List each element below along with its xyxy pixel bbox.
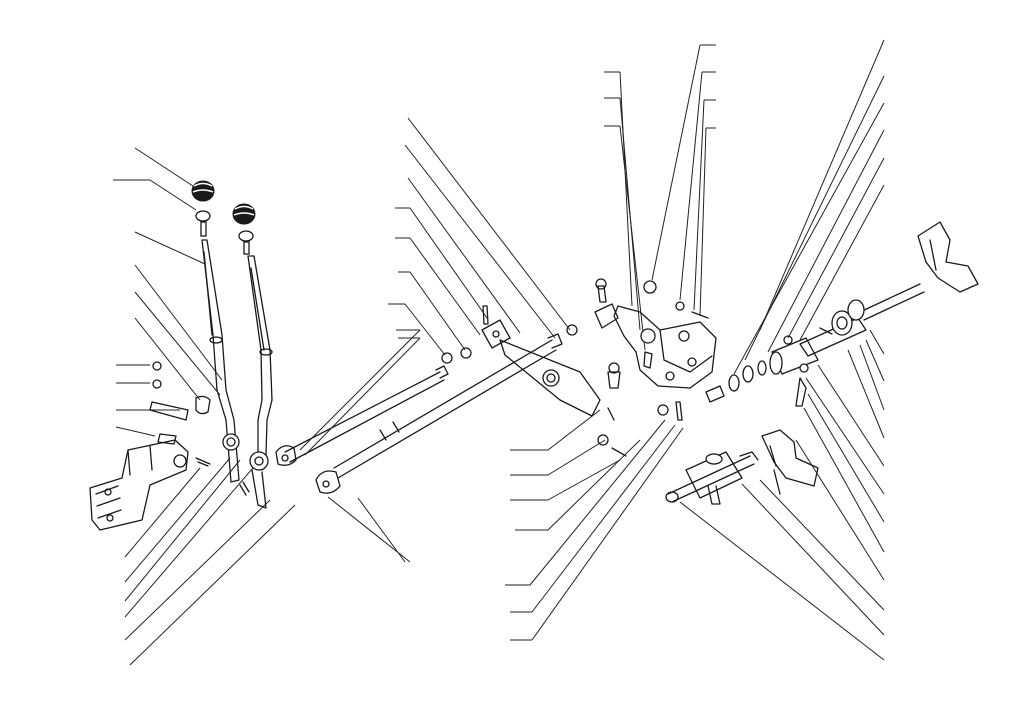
mid-lower-callout-leaders bbox=[505, 409, 684, 641]
gearbox-shift-housing bbox=[613, 305, 717, 389]
rod-callout-leaders bbox=[299, 329, 421, 563]
left-callout-leaders bbox=[113, 147, 296, 666]
small-fasteners-left bbox=[149, 361, 250, 496]
lever-mounting-bracket bbox=[89, 439, 189, 531]
shift-rod-lower bbox=[315, 333, 563, 494]
gear-lever-knob-right bbox=[232, 203, 256, 255]
right-callout-leaders bbox=[679, 39, 885, 661]
gear-lever-left bbox=[201, 239, 240, 483]
shift-shaft-with-dog bbox=[665, 451, 759, 505]
selector-fork-large bbox=[917, 221, 979, 293]
center-small-parts bbox=[566, 278, 709, 457]
upper-housing-callout-leaders bbox=[604, 44, 716, 351]
gear-lever-knob-left bbox=[191, 180, 215, 237]
selector-fork-small bbox=[761, 429, 819, 495]
right-sleeve-and-washers bbox=[705, 337, 819, 407]
center-callout-leaders bbox=[388, 117, 571, 356]
relay-lever bbox=[441, 305, 601, 417]
selector-shaft bbox=[783, 283, 925, 357]
gear-lever-right bbox=[247, 255, 273, 509]
